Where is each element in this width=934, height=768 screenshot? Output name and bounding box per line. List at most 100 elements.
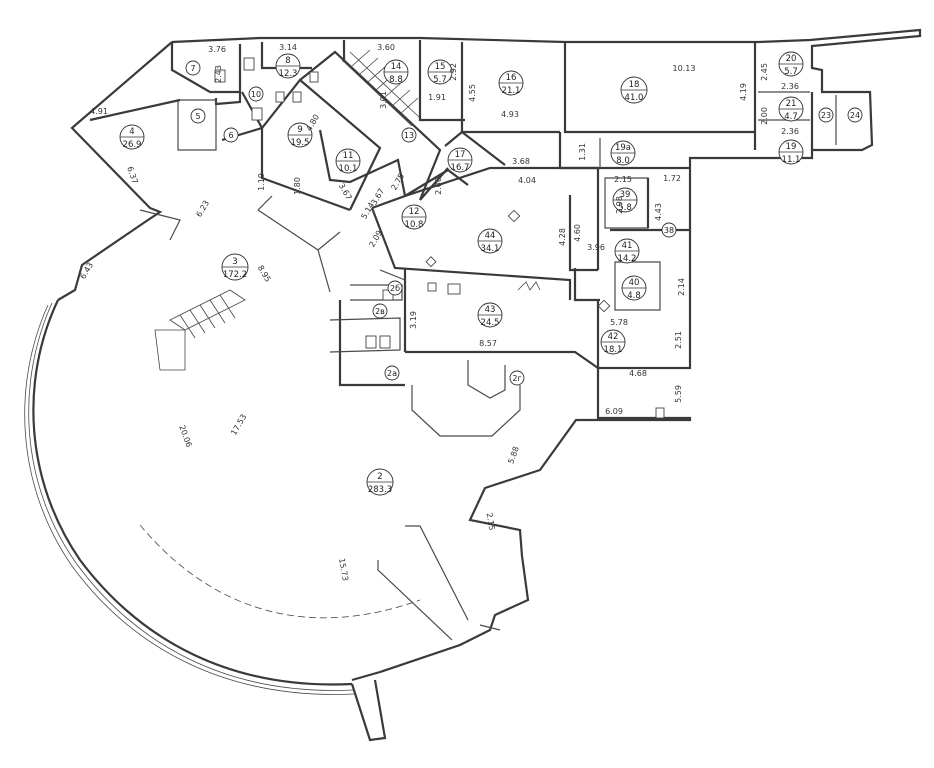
dimension: 4.55 xyxy=(468,84,477,102)
room-area: 8.0 xyxy=(616,156,630,166)
room-number: 18 xyxy=(629,80,640,90)
room-15: 155.7 xyxy=(427,59,453,85)
dimension: 1.31 xyxy=(578,143,587,161)
dimension: 4.68 xyxy=(629,369,647,378)
tag-13: 13 xyxy=(401,127,417,143)
tag-38: 38 xyxy=(661,222,677,238)
svg-text:7: 7 xyxy=(190,64,195,73)
dimension: 4.43 xyxy=(654,203,663,221)
dimension: 3.67 xyxy=(337,182,354,202)
room-area: 24.5 xyxy=(481,318,500,328)
room-4: 426.9 xyxy=(119,124,145,150)
dimension: 4.19 xyxy=(739,83,748,101)
svg-text:13: 13 xyxy=(404,131,414,140)
room-14: 148.8 xyxy=(383,59,409,85)
dimension: 2.51 xyxy=(674,331,683,349)
room-number: 44 xyxy=(485,231,496,241)
tag-2a: 2а xyxy=(384,365,400,381)
room-number: 21 xyxy=(786,99,797,109)
interior-walls xyxy=(89,40,837,437)
room-number: 2 xyxy=(377,472,382,482)
dimension: 2.98 xyxy=(615,196,624,214)
hall-boundary-dashed xyxy=(139,524,421,619)
sanitary-fixtures xyxy=(214,57,665,419)
room-number: 43 xyxy=(485,305,496,315)
room-21: 214.7 xyxy=(778,96,804,122)
room-area: 19.5 xyxy=(291,138,310,148)
stairs xyxy=(154,49,421,371)
dimension: 6.23 xyxy=(194,199,211,219)
dimension: 6.43 xyxy=(78,261,95,281)
room-area: 4.7 xyxy=(784,112,798,122)
room-16: 16 21.1 xyxy=(498,70,524,96)
room-area: 10.8 xyxy=(405,220,424,230)
svg-text:2а: 2а xyxy=(387,369,397,378)
room-tags: 7 5 6 10 13 23 24 38 2б 2в 2а 2г xyxy=(185,60,863,386)
dimension: 3.76 xyxy=(208,45,226,54)
room-43: 43 24.5 xyxy=(477,302,503,328)
room-area: 11.1 xyxy=(782,155,801,165)
room-area: 172.2 xyxy=(223,270,247,280)
dimension: 2.43 xyxy=(214,65,223,83)
room-number: 3 xyxy=(232,257,237,267)
outer-walls xyxy=(24,28,922,742)
room-number: 17 xyxy=(455,150,466,160)
room-2: 2 283.3 xyxy=(366,468,394,496)
tag-23: 23 xyxy=(818,107,834,123)
dimension: 17.53 xyxy=(229,413,248,437)
dimension: 2.92 xyxy=(449,63,458,81)
dimension: 15.73 xyxy=(337,558,350,582)
svg-text:24: 24 xyxy=(850,111,860,120)
tag-2g: 2г xyxy=(509,370,525,386)
room-number: 14 xyxy=(391,62,402,72)
dimension: 2.00 xyxy=(434,177,443,195)
dimension: 3.96 xyxy=(587,243,605,252)
room-number: 16 xyxy=(506,73,517,83)
room-area: 41.0 xyxy=(625,93,644,103)
svg-text:2б: 2б xyxy=(390,284,400,293)
dimension: 2.15 xyxy=(484,512,496,531)
dimension: 8.95 xyxy=(256,264,273,284)
room-12: 12 10.8 xyxy=(401,204,427,230)
entrance-details xyxy=(377,525,501,641)
room-number: 19a xyxy=(615,143,631,153)
svg-text:38: 38 xyxy=(664,226,674,235)
room-number: 15 xyxy=(435,62,446,72)
dimension: 3.01 xyxy=(379,91,388,109)
room-9: 919.5 xyxy=(287,122,313,148)
dimension: 5.59 xyxy=(674,385,683,403)
dimension: 4.04 xyxy=(518,176,536,185)
dimension: 8.57 xyxy=(479,339,497,348)
dimension: 2.14 xyxy=(677,278,686,296)
svg-text:2в: 2в xyxy=(375,307,385,316)
room-number: 11 xyxy=(343,151,354,161)
dimension: 20.06 xyxy=(177,424,193,449)
room-area: 8.8 xyxy=(389,75,403,85)
dimension: 1.91 xyxy=(428,93,446,102)
room-area: 21.1 xyxy=(502,86,521,96)
tag-10: 10 xyxy=(248,86,264,102)
dimension: 3.14 xyxy=(279,43,297,52)
tag-24: 24 xyxy=(847,107,863,123)
room-39: 395.8 xyxy=(612,187,638,213)
dimension: 10.13 xyxy=(673,64,696,73)
dimension: 2.36 xyxy=(781,127,799,136)
tag-5: 5 xyxy=(190,108,206,124)
room-area: 14.2 xyxy=(618,254,637,264)
room-area: 283.3 xyxy=(368,485,392,495)
svg-text:2г: 2г xyxy=(512,374,521,383)
room-number: 12 xyxy=(409,207,420,217)
room-area: 16.7 xyxy=(451,163,470,173)
dimension: 4.91 xyxy=(90,107,108,116)
room-area: 18.1 xyxy=(604,345,623,355)
dimension: 3.68 xyxy=(512,157,530,166)
room-area: 26.9 xyxy=(123,140,142,150)
dimension: 1.72 xyxy=(663,174,681,183)
dimension: 3.19 xyxy=(409,311,418,329)
room-40: 404.8 xyxy=(621,275,647,301)
room-area: 5.7 xyxy=(784,67,798,77)
dimension: 6.37 xyxy=(125,165,140,185)
